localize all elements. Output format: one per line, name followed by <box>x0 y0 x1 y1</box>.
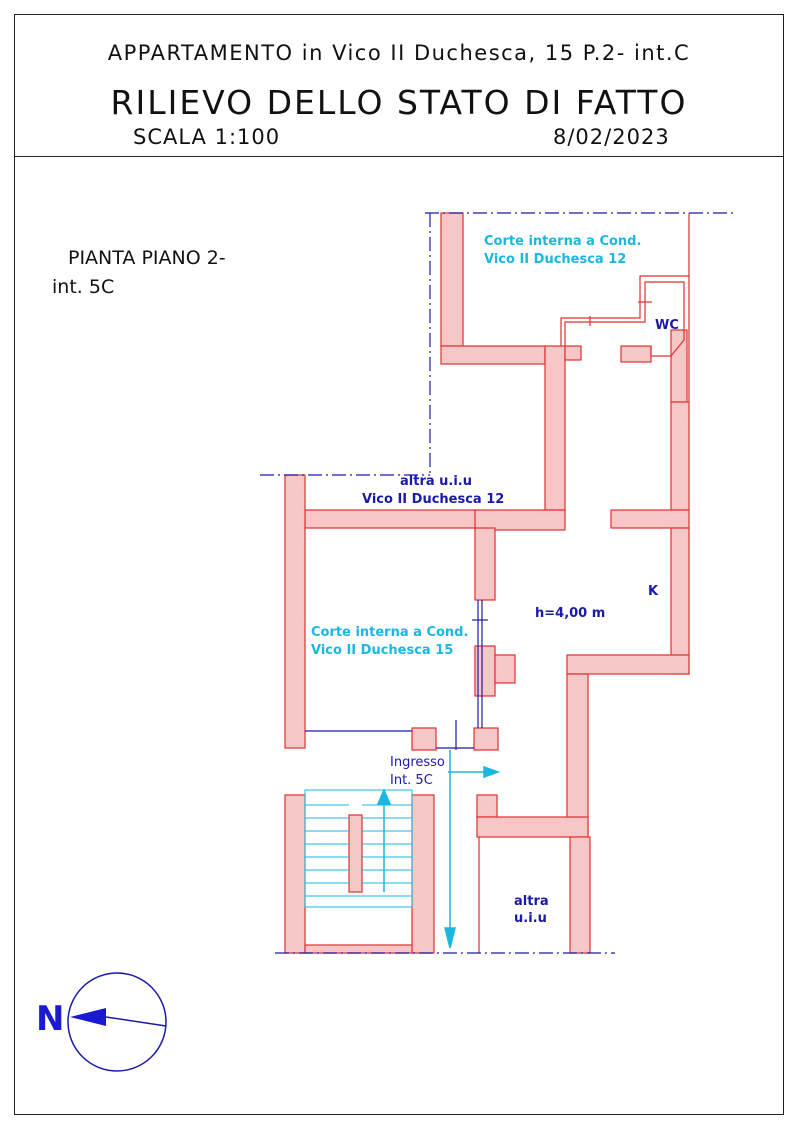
plan-label-line2: int. 5C <box>52 276 115 298</box>
north-arrow-icon <box>67 972 167 1072</box>
kitchen-label: K <box>648 584 659 599</box>
courtyard-15-line2: Vico II Duchesca 15 <box>311 643 453 658</box>
wall-stair-post <box>411 727 437 751</box>
descent-arrow-icon <box>444 927 456 949</box>
wc-label: WC <box>655 318 679 333</box>
arrows <box>376 750 501 949</box>
wall-wc-right <box>670 329 688 403</box>
wall-courtyard12-left <box>440 212 464 347</box>
drawing-scale: SCALA 1:100 <box>133 125 281 149</box>
wall-right-lower <box>566 673 589 838</box>
wall-courtyard12-bottom <box>440 345 546 365</box>
wall-kitchen-bottom <box>566 654 690 675</box>
wall-stub-wc <box>620 345 652 363</box>
courtyard-15-line1: Corte interna a Cond. <box>311 625 468 640</box>
wall-left-a <box>474 527 496 601</box>
wall-apartment-top-left <box>474 509 566 531</box>
other-unit-line1: altra <box>514 894 549 909</box>
wall-stub-a <box>564 345 582 361</box>
stair-core <box>348 814 363 893</box>
wall-pilaster <box>494 654 516 684</box>
wall-apartment-top-right <box>610 509 690 529</box>
plan-label-line1: PIANTA PIANO 2- <box>68 247 226 269</box>
wall-bottom <box>476 816 589 838</box>
thin-partitions <box>478 213 690 953</box>
walls <box>284 212 690 954</box>
boundary-lines <box>260 212 735 954</box>
stair-arrow-icon <box>376 788 392 805</box>
wall-right-mid <box>670 527 690 675</box>
wall-far-left-upper <box>284 474 306 749</box>
north-label: N <box>36 999 64 1039</box>
wall-central-upper <box>544 345 566 511</box>
wall-stair-right <box>411 794 435 954</box>
other-unit-12-line2: Vico II Duchesca 12 <box>362 492 504 507</box>
wall-stair-bottom <box>304 944 413 954</box>
other-unit-12-line1: altra u.i.u <box>400 474 472 489</box>
drawing-date: 8/02/2023 <box>553 125 670 149</box>
wall-right-upper <box>670 401 690 511</box>
height-label: h=4,00 m <box>535 606 605 621</box>
wall-far-left-lower <box>284 794 306 954</box>
other-unit-line2: u.i.u <box>514 911 547 926</box>
plan-label: PIANTA PIANO 2- int. 5C <box>52 244 226 302</box>
title-block: APPARTAMENTO in Vico II Duchesca, 15 P.2… <box>15 15 783 157</box>
property-address: APPARTAMENTO in Vico II Duchesca, 15 P.2… <box>107 41 691 65</box>
courtyard-12-line1: Corte interna a Cond. <box>484 234 641 249</box>
entrance-line1: Ingresso <box>390 755 445 770</box>
drawing-title: RILIEVO DELLO STATO DI FATTO <box>110 83 688 122</box>
entrance-arrow-icon <box>483 765 501 779</box>
wall-otherunit12-bottom <box>304 509 478 529</box>
wall-entrance-lower <box>476 794 498 818</box>
courtyard-12-line2: Vico II Duchesca 12 <box>484 252 626 267</box>
entrance-line2: Int. 5C <box>390 773 433 788</box>
drawing-sheet: APPARTAMENTO in Vico II Duchesca, 15 P.2… <box>14 14 784 1115</box>
wall-otherunit-right <box>569 836 591 954</box>
wall-entrance-post <box>473 727 499 751</box>
